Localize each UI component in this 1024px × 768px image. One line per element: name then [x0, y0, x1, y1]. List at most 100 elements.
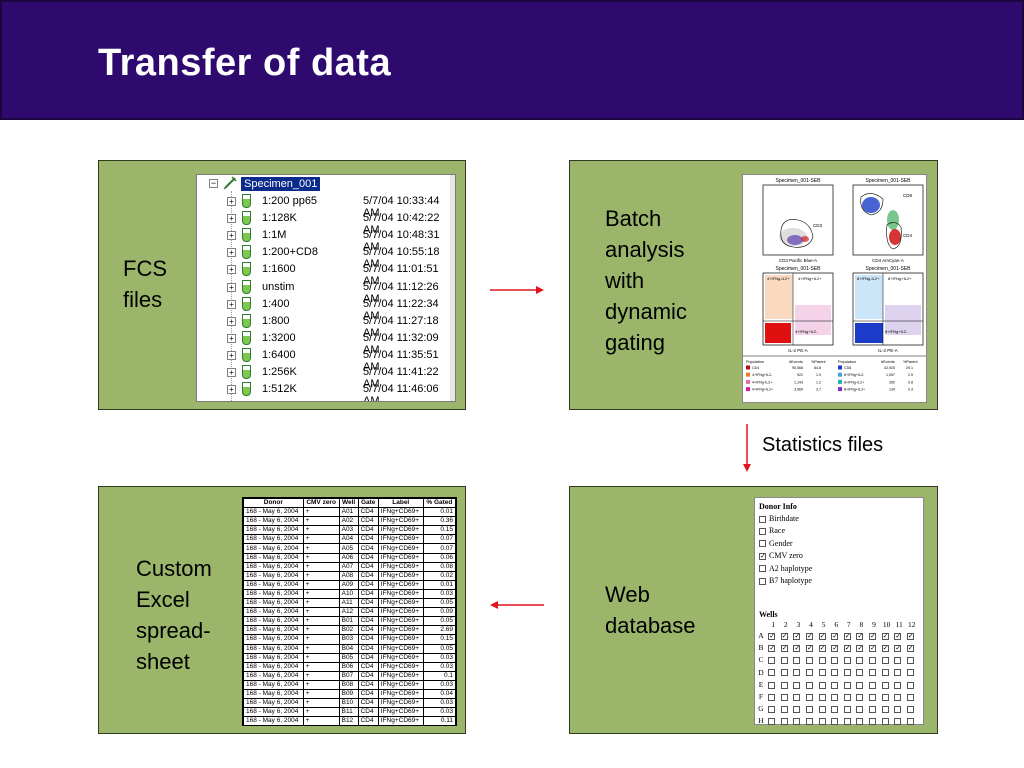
checkbox[interactable]: [759, 540, 766, 548]
checked-checkbox[interactable]: ✓: [906, 631, 914, 640]
expand-icon[interactable]: +: [227, 214, 236, 224]
checked-checkbox[interactable]: ✓: [881, 631, 889, 640]
checkbox[interactable]: [856, 681, 864, 689]
checkbox[interactable]: [780, 681, 788, 689]
expand-icon[interactable]: +: [227, 368, 236, 377]
checked-checkbox[interactable]: ✓: [818, 643, 826, 652]
checkbox[interactable]: [759, 515, 766, 523]
checkbox[interactable]: [906, 705, 914, 713]
checkbox[interactable]: [843, 681, 851, 689]
checkbox[interactable]: [793, 718, 801, 726]
checkbox[interactable]: [805, 681, 813, 689]
checkbox[interactable]: [793, 657, 801, 665]
checkbox[interactable]: [906, 718, 914, 726]
checkbox[interactable]: [894, 718, 902, 726]
checkbox[interactable]: [831, 718, 839, 726]
checkbox[interactable]: [868, 657, 876, 665]
checkbox[interactable]: [856, 669, 864, 677]
checkbox[interactable]: [856, 693, 864, 701]
checkbox[interactable]: [868, 693, 876, 701]
checkbox[interactable]: [868, 669, 876, 677]
checked-checkbox[interactable]: ✓: [868, 643, 876, 652]
tree-root[interactable]: − Specimen_001: [197, 175, 455, 193]
checkbox[interactable]: [818, 669, 826, 677]
checkbox[interactable]: [805, 657, 813, 665]
checked-checkbox[interactable]: ✓: [759, 551, 766, 560]
expand-icon[interactable]: +: [227, 350, 236, 360]
checked-checkbox[interactable]: ✓: [894, 631, 902, 640]
checkbox[interactable]: [768, 681, 776, 689]
checkbox[interactable]: [881, 718, 889, 726]
checked-checkbox[interactable]: ✓: [843, 643, 851, 652]
checkbox[interactable]: [759, 565, 766, 573]
checked-checkbox[interactable]: ✓: [793, 631, 801, 640]
checkbox[interactable]: [793, 681, 801, 689]
checkbox[interactable]: [881, 693, 889, 701]
checked-checkbox[interactable]: ✓: [868, 631, 876, 640]
checked-checkbox[interactable]: ✓: [793, 643, 801, 652]
donor-option[interactable]: Birthdate: [759, 514, 799, 524]
checkbox[interactable]: [894, 693, 902, 701]
expand-icon[interactable]: +: [227, 316, 236, 326]
expand-icon[interactable]: +: [227, 385, 236, 395]
checked-checkbox[interactable]: ✓: [818, 631, 826, 640]
checked-checkbox[interactable]: ✓: [906, 643, 914, 652]
checkbox[interactable]: [843, 705, 851, 713]
checkbox[interactable]: [805, 705, 813, 713]
checkbox[interactable]: [759, 577, 766, 585]
donor-option[interactable]: B7 haplotype: [759, 576, 812, 586]
checkbox[interactable]: [793, 705, 801, 713]
checked-checkbox[interactable]: ✓: [831, 643, 839, 652]
checkbox[interactable]: [768, 669, 776, 677]
checkbox[interactable]: [818, 693, 826, 701]
checkbox[interactable]: [868, 705, 876, 713]
checkbox[interactable]: [831, 669, 839, 677]
expand-icon[interactable]: +: [227, 197, 236, 206]
checked-checkbox[interactable]: ✓: [881, 643, 889, 652]
checkbox[interactable]: [818, 705, 826, 713]
donor-option[interactable]: ✓CMV zero: [759, 551, 803, 561]
checkbox[interactable]: [831, 657, 839, 665]
checkbox[interactable]: [868, 681, 876, 689]
checkbox[interactable]: [856, 705, 864, 713]
expand-icon[interactable]: +: [227, 265, 236, 275]
checkbox[interactable]: [793, 669, 801, 677]
checkbox[interactable]: [868, 718, 876, 726]
expand-icon[interactable]: +: [227, 282, 236, 292]
checkbox[interactable]: [843, 657, 851, 665]
expand-icon[interactable]: +: [227, 248, 236, 258]
checkbox[interactable]: [768, 705, 776, 713]
checkbox[interactable]: [818, 681, 826, 689]
checked-checkbox[interactable]: ✓: [805, 631, 813, 640]
expand-icon[interactable]: +: [227, 333, 236, 343]
checkbox[interactable]: [906, 669, 914, 677]
checked-checkbox[interactable]: ✓: [768, 643, 776, 652]
checkbox[interactable]: [831, 705, 839, 713]
checkbox[interactable]: [906, 693, 914, 701]
donor-option[interactable]: A2 haplotype: [759, 564, 812, 574]
checkbox[interactable]: [843, 693, 851, 701]
checked-checkbox[interactable]: ✓: [768, 631, 776, 640]
checkbox[interactable]: [843, 718, 851, 726]
checkbox[interactable]: [768, 718, 776, 726]
expand-icon[interactable]: +: [227, 231, 236, 241]
checkbox[interactable]: [831, 693, 839, 701]
checkbox[interactable]: [768, 693, 776, 701]
collapse-icon[interactable]: −: [209, 178, 218, 188]
checkbox[interactable]: [881, 681, 889, 689]
checkbox[interactable]: [805, 669, 813, 677]
checkbox[interactable]: [856, 657, 864, 665]
checkbox[interactable]: [831, 681, 839, 689]
checkbox[interactable]: [780, 693, 788, 701]
checked-checkbox[interactable]: ✓: [843, 631, 851, 640]
checkbox[interactable]: [906, 681, 914, 689]
expand-icon[interactable]: +: [227, 299, 236, 309]
